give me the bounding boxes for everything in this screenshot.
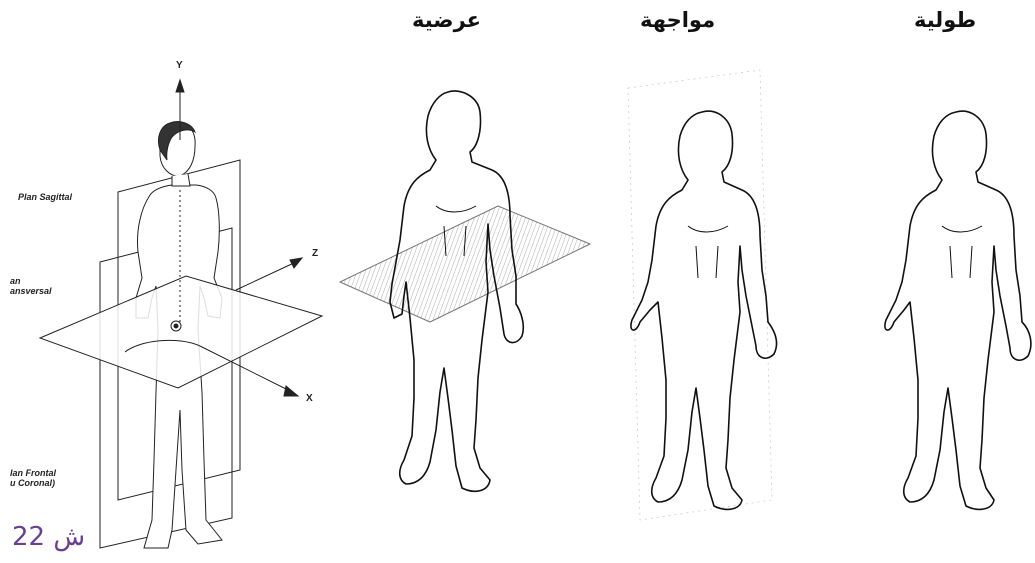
planes-diagram (40, 80, 322, 548)
title-transverse: عرضية (412, 8, 481, 32)
z-axis (236, 262, 296, 290)
title-sagittal: طولية (914, 8, 976, 32)
axis-label-x: X (306, 393, 313, 404)
label-frontal-line1: lan Frontal (10, 468, 56, 478)
figure-sagittal (885, 111, 1031, 509)
transverse-section-plane (340, 206, 590, 322)
label-transverse-line1: an (10, 276, 21, 286)
body-outline (631, 111, 777, 509)
figure-frontal (628, 70, 776, 520)
frontal-section-plane (628, 70, 772, 520)
axis-label-y: Y (176, 60, 183, 71)
axis-label-z: Z (312, 248, 318, 259)
transverse-plane (40, 276, 322, 388)
figure-transverse (340, 91, 590, 491)
label-frontal-line2: u Coronal) (10, 478, 55, 488)
title-frontal: مواجهة (640, 8, 715, 32)
label-transverse-line2: ansversal (10, 286, 52, 296)
body-outline (885, 111, 1031, 509)
handwritten-page-note: 22 ش (12, 522, 85, 552)
label-plan-sagittal: Plan Sagittal (18, 192, 72, 202)
